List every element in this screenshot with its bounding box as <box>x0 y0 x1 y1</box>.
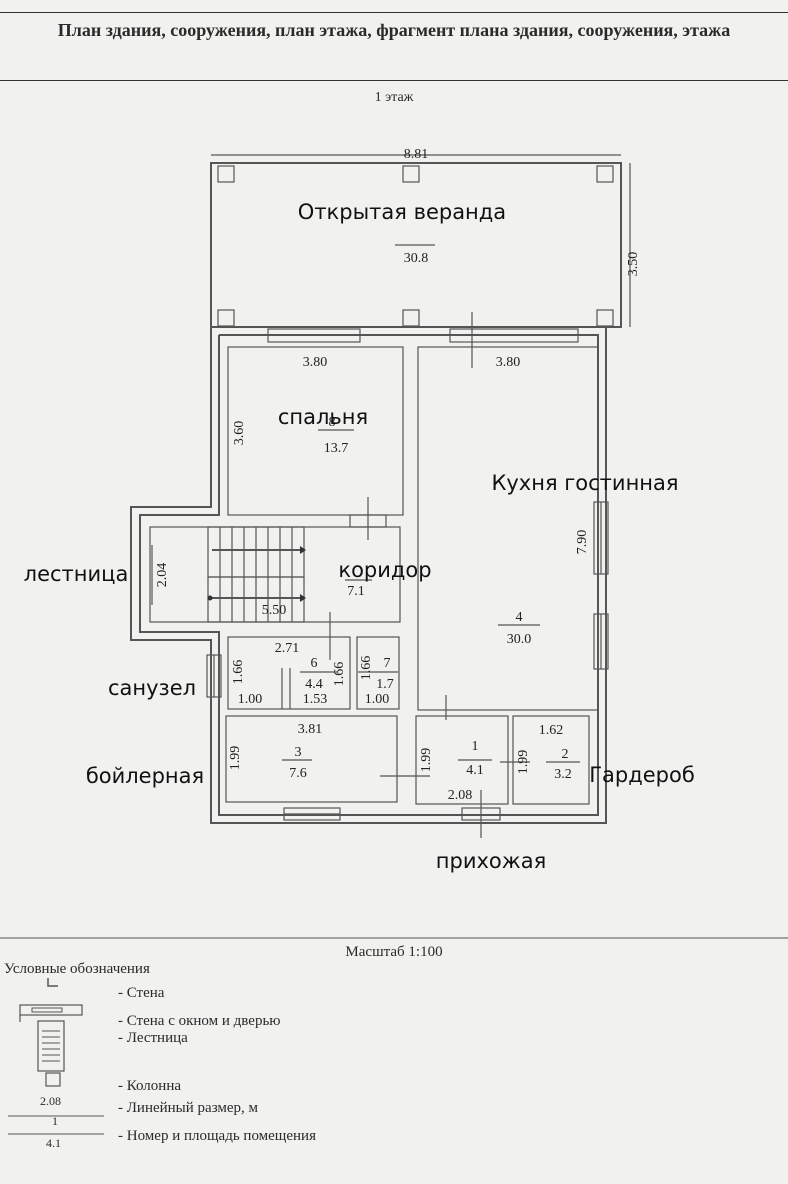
dimension-label: 1.66 <box>231 660 246 685</box>
room-label-corridor: коридор <box>338 558 431 582</box>
room-label-hall: прихожая <box>436 849 546 873</box>
room-label-bathroom: санузел <box>108 676 196 700</box>
room-number: 1 <box>472 739 479 754</box>
dimension-label: 2.71 <box>275 641 300 656</box>
column <box>596 309 614 327</box>
dimension-label: 2.04 <box>155 563 170 588</box>
legend-sample-number: 1 <box>52 1114 58 1128</box>
room-label-living: Кухня гостинная <box>491 471 678 495</box>
dimension-label: 1.99 <box>419 748 434 773</box>
wall-icon <box>47 978 58 987</box>
room-label-bedroom: спальня <box>278 405 368 429</box>
column <box>402 309 420 327</box>
column <box>217 309 235 327</box>
legend-sample-area: 4.1 <box>46 1136 61 1150</box>
legend-symbols <box>8 978 104 1135</box>
room-number: 3 <box>295 745 302 760</box>
legend-item-wall: - Стена <box>118 985 165 1001</box>
header-bottom-rule <box>0 80 788 81</box>
wardrobe-outline <box>512 715 590 805</box>
floor-plan: 8.81 3.50 30.8 3.80 3.80 3.60 8 13.7 7.9… <box>0 147 788 939</box>
room-area: 7.6 <box>289 766 307 781</box>
dimension-label: 3.50 <box>626 252 641 277</box>
dimension-label: 3.81 <box>298 722 323 737</box>
legend-item-column: - Колонна <box>118 1078 182 1094</box>
room-label-boiler: бойлерная <box>86 764 204 788</box>
room-area: 1.7 <box>376 677 394 692</box>
bath7-outline <box>356 636 400 710</box>
room-number: 7 <box>384 656 391 671</box>
dimension-label: 1.00 <box>365 692 390 707</box>
room-area: 3.2 <box>554 767 572 782</box>
room-label-veranda: Открытая веранда <box>298 200 506 224</box>
page-title: План здания, сооружения, план этажа, фра… <box>57 20 731 40</box>
room-area: 13.7 <box>324 441 349 456</box>
room-area: 30.0 <box>507 632 532 647</box>
room-number: 2 <box>562 747 569 762</box>
dimension-label: 1.66 <box>359 656 374 681</box>
scale-label: Масштаб 1:100 <box>345 944 443 960</box>
staircase-icon <box>37 1020 65 1072</box>
living-outline <box>417 346 599 711</box>
room-area: 4.4 <box>305 677 323 692</box>
legend-item-dimension: - Линейный размер, м <box>118 1100 259 1116</box>
dimension-label: 3.80 <box>496 355 521 370</box>
dimension-label: 1.62 <box>539 723 564 738</box>
room-area: 4.1 <box>466 763 484 778</box>
dimension-label: 1.53 <box>303 692 328 707</box>
hall-outline <box>415 715 509 805</box>
wall-window-door-icon <box>19 1004 83 1022</box>
dimension-label: 1.00 <box>238 692 263 707</box>
column-icon <box>45 1072 61 1087</box>
dimension-label: 1.99 <box>516 750 531 775</box>
legend-title: Условные обозначения <box>4 961 150 977</box>
bath6-outline <box>227 636 351 710</box>
boiler-outline <box>225 715 398 803</box>
veranda-outline <box>210 162 622 328</box>
bedroom-outline <box>227 346 404 516</box>
column <box>217 165 235 183</box>
column <box>402 165 420 183</box>
dimension-label: 3.80 <box>303 355 328 370</box>
legend-item-wall-window: - Стена с окном и дверью <box>118 1013 281 1029</box>
dimension-label: 8.81 <box>404 147 429 162</box>
dimension-label: 3.60 <box>232 421 247 446</box>
dimension-label: 1.66 <box>332 662 347 687</box>
room-number: 8 <box>329 415 336 430</box>
dimension-label: 5.50 <box>262 603 287 618</box>
header-top-rule <box>0 12 788 13</box>
room-label-wardrobe: Гардероб <box>589 763 695 787</box>
dimension-label: 2.08 <box>448 788 473 803</box>
legend-item-room-number: - Номер и площадь помещения <box>118 1128 316 1144</box>
room-label-stairs: лестница <box>24 562 129 586</box>
legend-item-stairs: - Лестница <box>118 1030 188 1046</box>
legend-sample-dimension: 2.08 <box>40 1094 61 1108</box>
staircase <box>207 526 306 623</box>
floor-label: 1 этаж <box>374 90 414 105</box>
dimension-label: 1.99 <box>228 746 243 771</box>
room-area: 7.1 <box>347 584 365 599</box>
room-number: 4 <box>516 610 523 625</box>
room-number: 6 <box>311 656 318 671</box>
exterior-wall <box>130 327 607 824</box>
column <box>596 165 614 183</box>
dimension-label: 7.90 <box>575 530 590 555</box>
room-area: 30.8 <box>404 251 429 266</box>
